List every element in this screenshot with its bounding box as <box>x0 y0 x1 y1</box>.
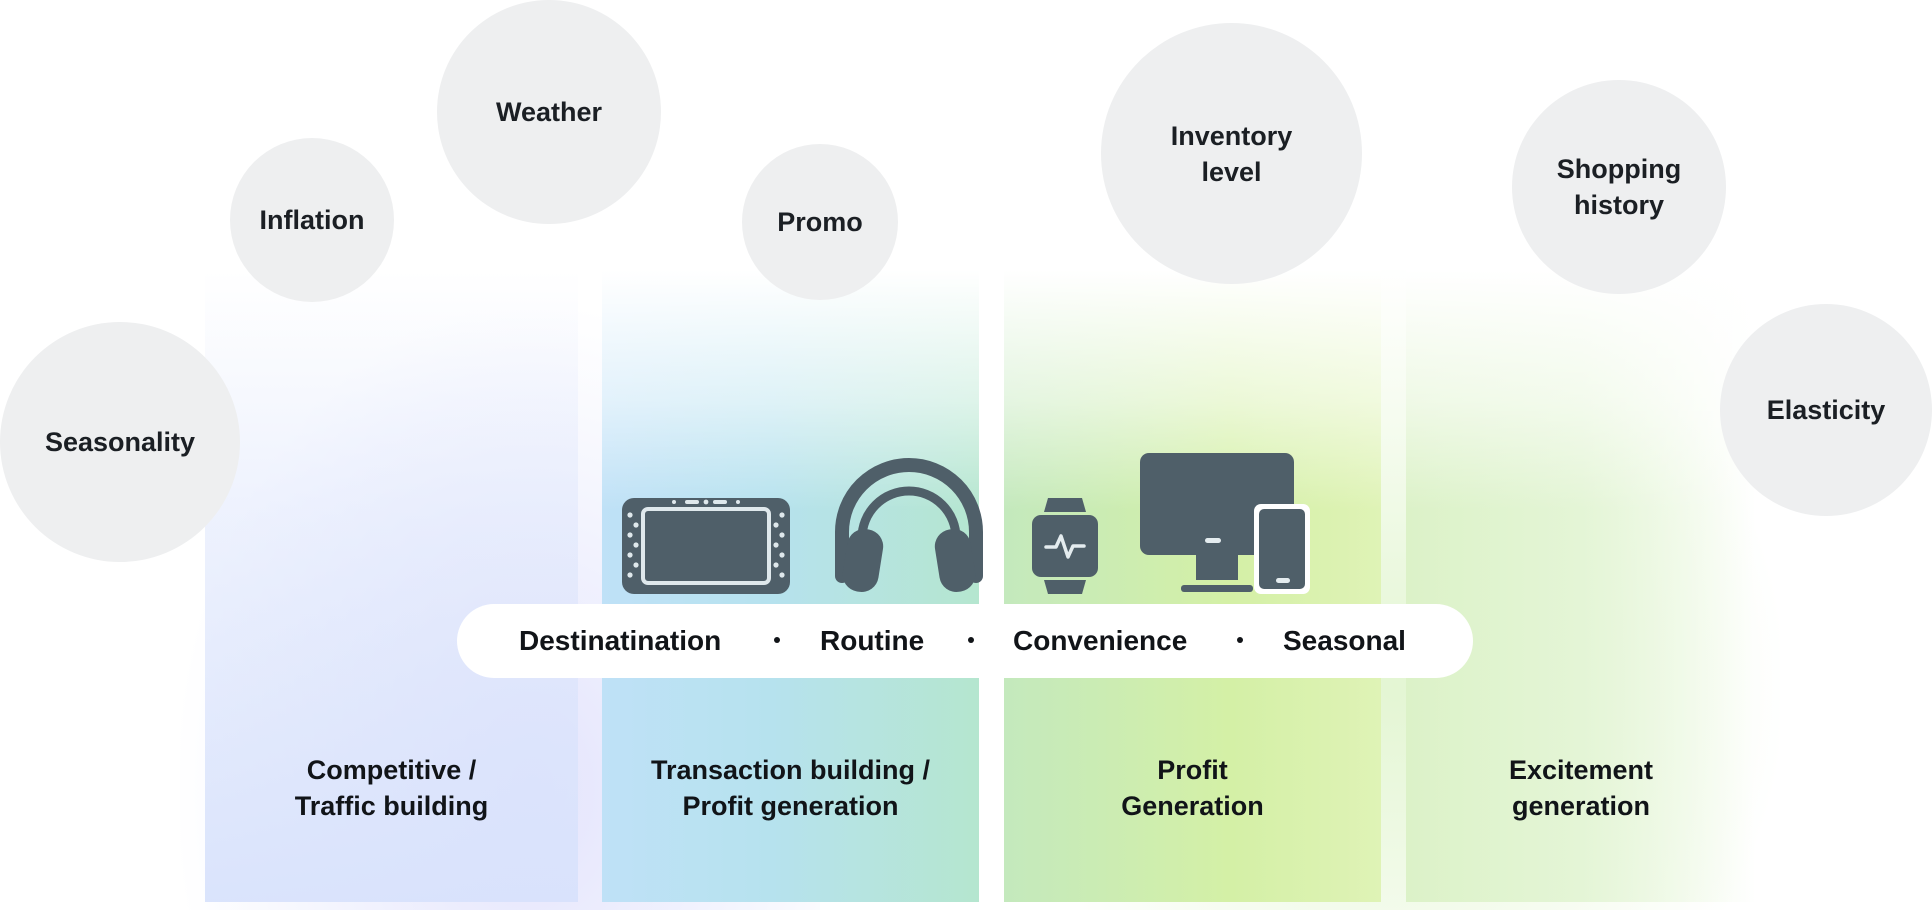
column-competitive: Competitive / Traffic building <box>205 270 578 902</box>
factor-shopping-history: Shopping history <box>1512 80 1726 294</box>
category-pill: Destinatination Routine Convenience Seas… <box>457 604 1473 678</box>
category-seasonal: Seasonal <box>1283 625 1406 656</box>
category-destination: Destinatination <box>519 625 722 656</box>
factor-elasticity: Elasticity <box>1720 304 1932 516</box>
factor-inflation: Inflation <box>230 138 394 302</box>
column-label-profit: Profit Generation <box>1121 755 1264 821</box>
column-label-transaction: Transaction building / Profit generation <box>650 755 931 821</box>
factor-promo: Promo <box>742 144 898 300</box>
tablet-icon <box>622 498 790 594</box>
column-excitement: Excitement generation <box>1406 270 1756 902</box>
separator-dot <box>1237 637 1243 643</box>
factor-weather: Weather <box>437 0 661 224</box>
category-convenience: Convenience <box>1013 625 1188 656</box>
headphones-icon <box>835 458 983 592</box>
factor-seasonality: Seasonality <box>0 322 240 562</box>
separator-dot <box>968 637 974 643</box>
separator-dot <box>774 637 780 643</box>
column-label-competitive: Competitive / Traffic building <box>294 755 489 821</box>
smartwatch-icon <box>1032 498 1098 594</box>
factor-inventory-level: Inventory level <box>1101 23 1362 284</box>
desktop-and-phone-icon <box>1140 453 1310 594</box>
column-label-excitement: Excitement generation <box>1508 755 1654 821</box>
category-routine: Routine <box>820 625 925 656</box>
